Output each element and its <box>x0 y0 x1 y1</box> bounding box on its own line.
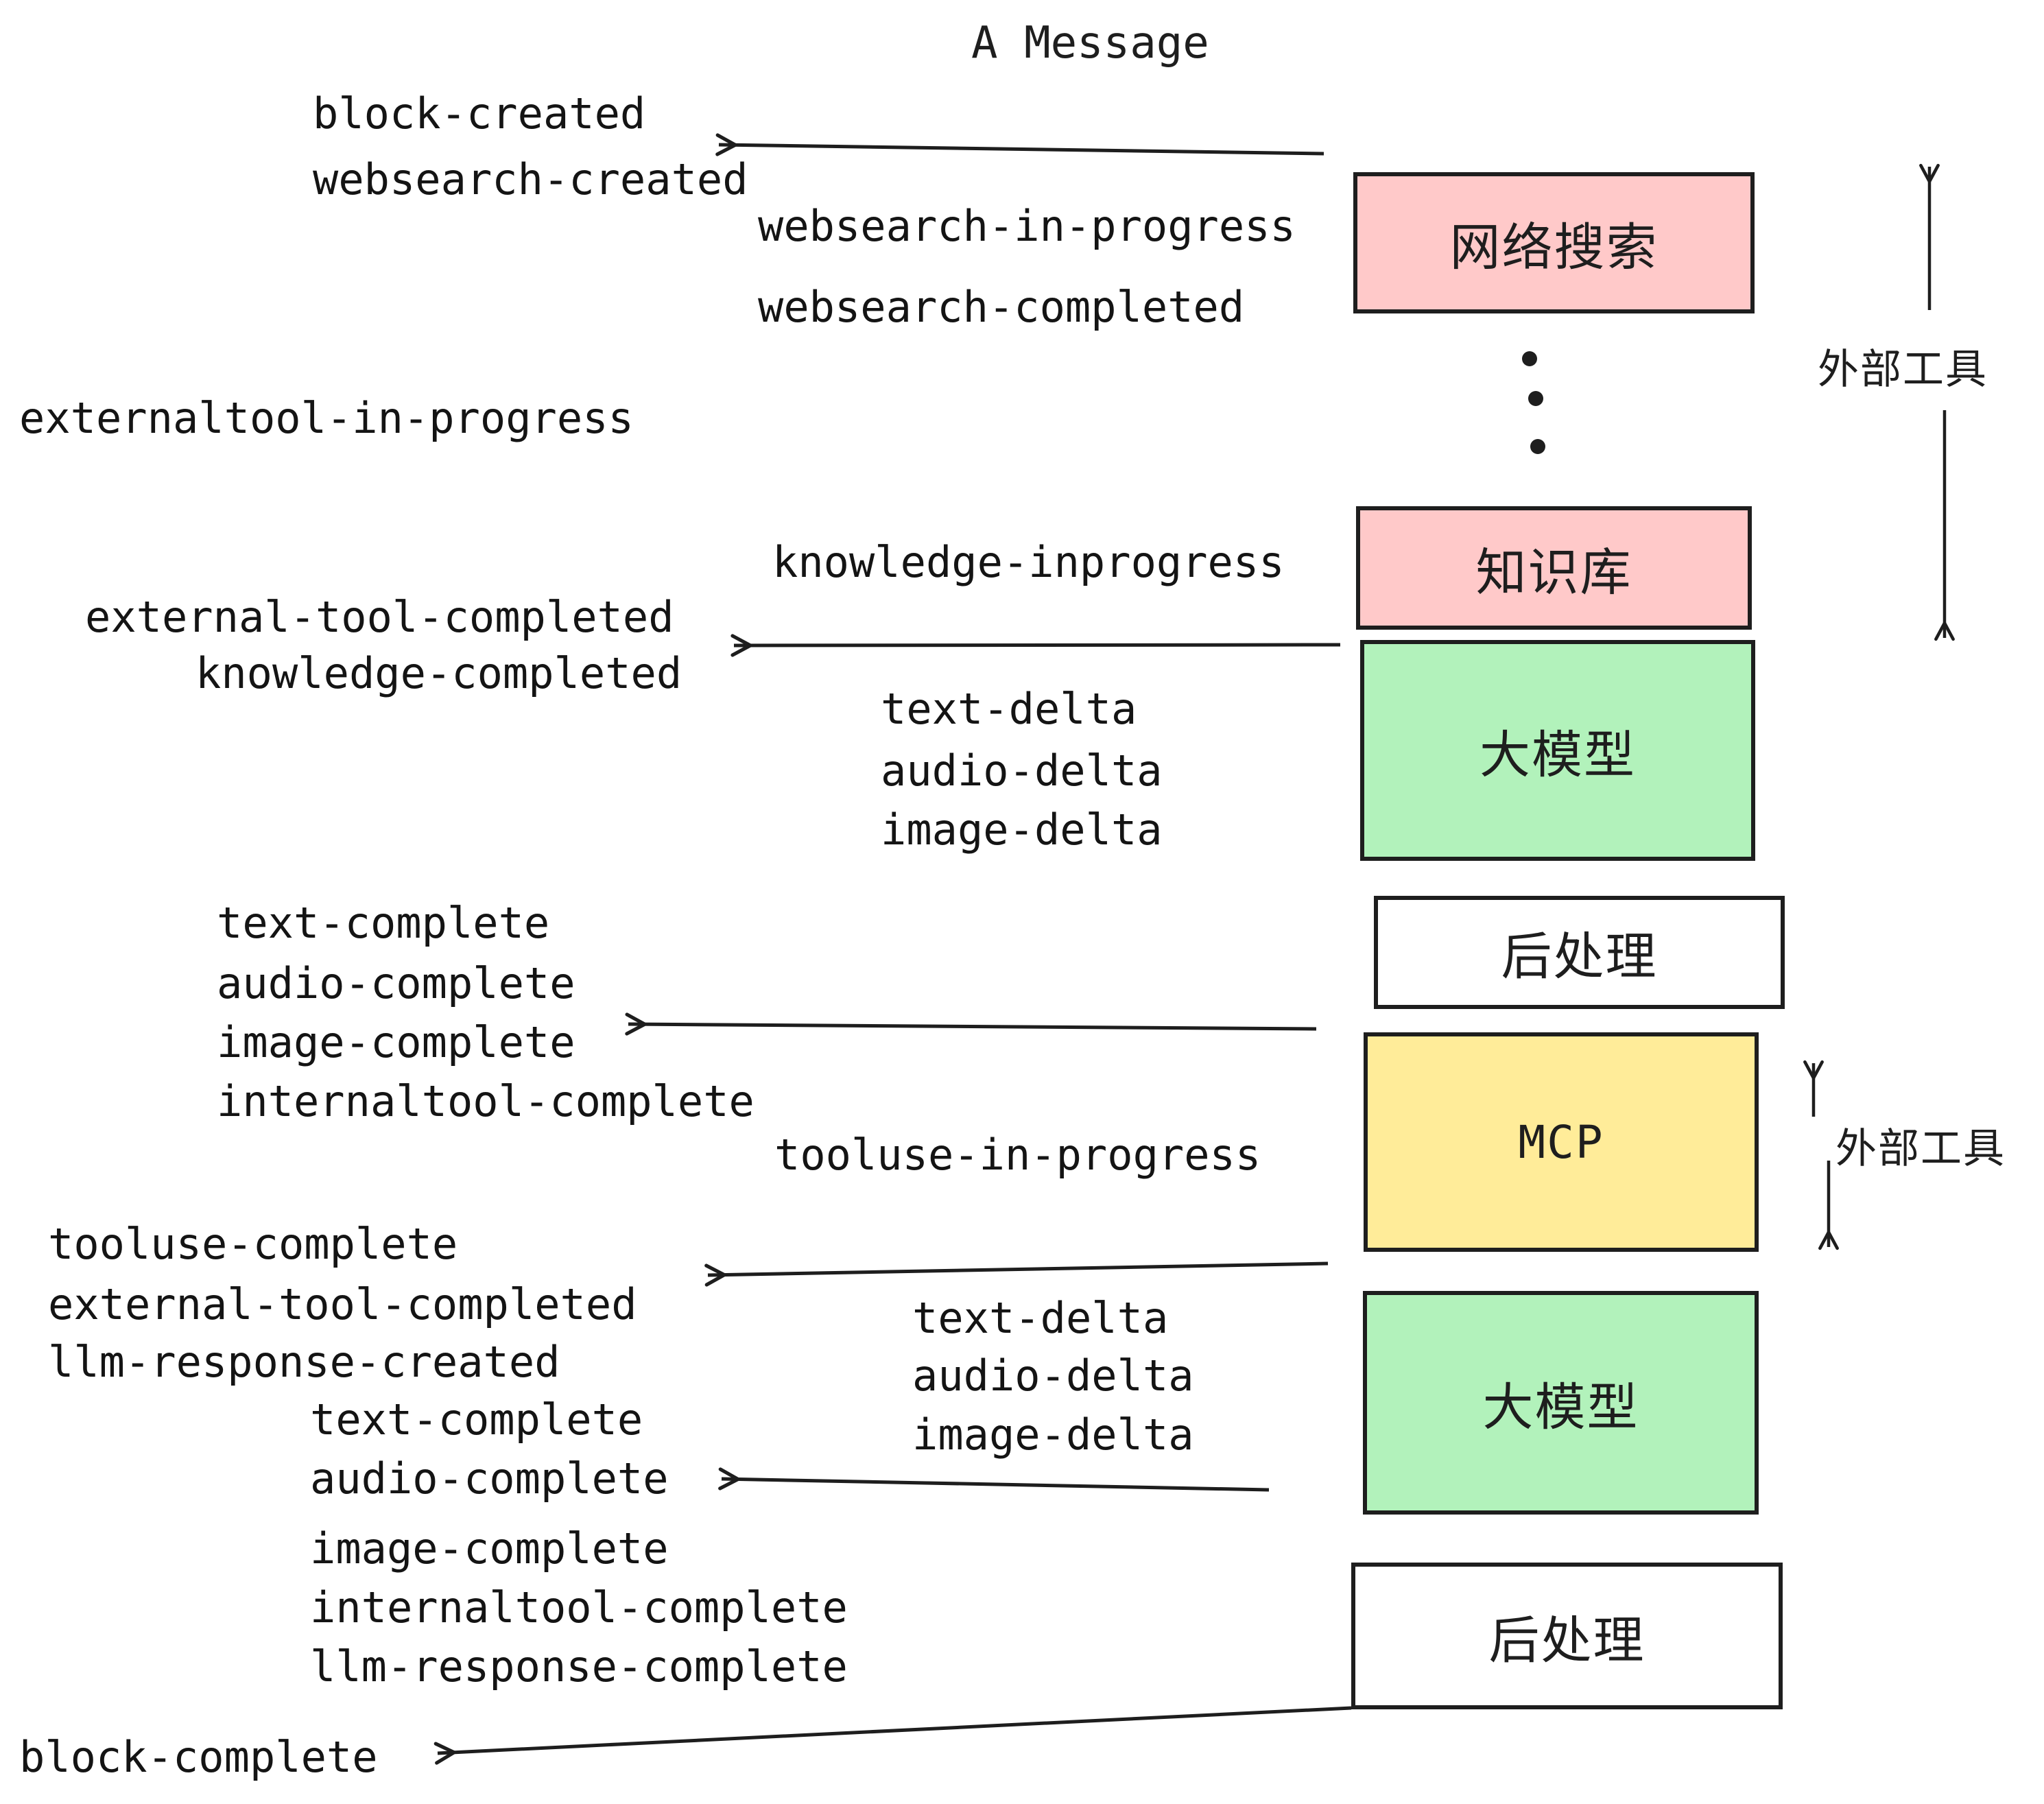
box-postprocess-bottom: 后处理 <box>1351 1563 1783 1709</box>
event-audio-delta: audio-delta <box>881 746 1163 796</box>
arrow-to-external-tool-completed <box>704 1261 1329 1287</box>
event-websearch-in-progress: websearch-in-progress <box>758 201 1296 251</box>
event-internaltool-complete-2: internaltool-complete <box>310 1582 848 1633</box>
ellipsis-dot-2 <box>1528 391 1543 406</box>
event-internaltool-complete: internaltool-complete <box>217 1076 754 1126</box>
event-tooluse-in-progress: tooluse-in-progress <box>774 1130 1261 1180</box>
external-tools-top-label: 外部工具 <box>1818 346 1988 392</box>
event-llm-response-complete: llm-response-complete <box>310 1641 848 1692</box>
box-postprocess-bottom-label: 后处理 <box>1488 1611 1645 1669</box>
external-tools-mcp-label: 外部工具 <box>1835 1126 2006 1172</box>
box-llm-top: 大模型 <box>1360 640 1755 861</box>
event-image-complete-2: image-complete <box>310 1523 669 1574</box>
arrow-to-audio-complete <box>718 1467 1270 1492</box>
box-knowledge-base: 知识库 <box>1356 506 1752 630</box>
event-external-tool-completed: external-tool-completed <box>85 592 674 642</box>
arrow-websearch-to-block-created <box>715 133 1324 156</box>
event-audio-complete-2: audio-complete <box>310 1453 669 1504</box>
event-websearch-created: websearch-created <box>313 154 748 204</box>
ellipsis-dot-1 <box>1522 351 1537 366</box>
arrow-to-image-complete <box>625 1012 1317 1036</box>
event-block-created: block-created <box>313 88 646 139</box>
event-image-delta: image-delta <box>881 805 1163 855</box>
event-text-complete-2: text-complete <box>310 1394 643 1445</box>
event-externaltool-in-progress: externaltool-in-progress <box>19 393 634 443</box>
event-tooluse-complete: tooluse-complete <box>48 1219 458 1269</box>
event-text-delta: text-delta <box>881 684 1137 734</box>
event-websearch-completed: websearch-completed <box>758 282 1245 332</box>
box-postprocess-top-label: 后处理 <box>1501 928 1658 985</box>
event-external-tool-completed-2: external-tool-completed <box>48 1279 637 1329</box>
box-websearch: 网络搜索 <box>1353 172 1755 313</box>
box-llm-bottom-label: 大模型 <box>1482 1378 1639 1436</box>
arrow-to-block-complete <box>433 1706 1352 1765</box>
event-audio-delta-2: audio-delta <box>912 1351 1194 1401</box>
event-image-delta-2: image-delta <box>912 1410 1194 1460</box>
event-knowledge-completed: knowledge-completed <box>195 648 682 698</box>
diagram-title: A Message <box>971 18 1209 69</box>
event-text-delta-2: text-delta <box>912 1293 1169 1343</box>
event-audio-complete: audio-complete <box>217 958 575 1008</box>
box-knowledge-base-label: 知识库 <box>1475 543 1632 601</box>
ellipsis-dot-3 <box>1530 439 1545 454</box>
box-llm-top-label: 大模型 <box>1479 726 1636 783</box>
box-mcp-label: MCP <box>1518 1115 1604 1169</box>
event-image-complete: image-complete <box>217 1017 575 1067</box>
box-llm-bottom: 大模型 <box>1363 1291 1759 1515</box>
box-websearch-label: 网络搜索 <box>1449 218 1659 276</box>
event-text-complete: text-complete <box>217 898 550 948</box>
event-block-complete: block-complete <box>19 1732 378 1782</box>
box-postprocess-top: 后处理 <box>1374 896 1785 1009</box>
event-knowledge-inprogress: knowledge-inprogress <box>772 537 1285 587</box>
box-mcp: MCP <box>1364 1032 1759 1252</box>
event-llm-response-created: llm-response-created <box>48 1337 560 1387</box>
